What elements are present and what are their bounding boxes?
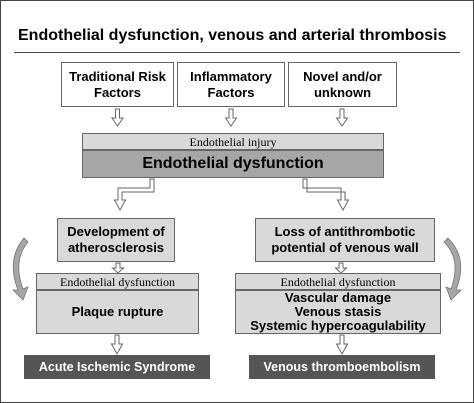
- arrow-down-icon: [111, 108, 124, 127]
- branch-left-connector: [113, 178, 155, 212]
- branch-right-connector: [302, 178, 350, 212]
- right-body: Vascular damage Venous stasis Systemic h…: [235, 290, 441, 334]
- center-label: Endothelial dysfunction: [82, 150, 384, 178]
- arrow-down-icon: [110, 334, 124, 356]
- right-body-line-2: Venous stasis: [294, 304, 382, 319]
- arrow-down-icon: [111, 262, 125, 274]
- center-header: Endothelial injury: [82, 133, 384, 150]
- right-body-line-3: Systemic hypercoagulability: [250, 318, 426, 333]
- left-header: Endothelial dysfunction: [36, 273, 199, 290]
- arrow-down-icon: [335, 334, 349, 356]
- curved-arrow-left-icon: [12, 237, 29, 301]
- left-body: Plaque rupture: [36, 290, 199, 334]
- arrow-down-icon: [334, 262, 348, 274]
- right-header: Endothelial dysfunction: [235, 273, 441, 290]
- figure-title: Endothelial dysfunction, venous and arte…: [18, 27, 447, 44]
- left-top-box: Development of atherosclerosis: [57, 218, 175, 262]
- risk-factor-traditional: Traditional Risk Factors: [61, 62, 174, 107]
- curved-arrow-right-icon: [443, 237, 462, 301]
- title-divider: [14, 52, 460, 53]
- arrow-down-icon: [224, 108, 238, 127]
- right-body-line-1: Vascular damage: [284, 290, 392, 305]
- risk-factor-novel: Novel and/or unknown: [288, 62, 397, 107]
- right-top-box: Loss of antithrombotic potential of veno…: [255, 218, 435, 262]
- risk-factor-inflammatory: Inflammatory Factors: [177, 62, 285, 107]
- right-outcome: Venous thromboembolism: [249, 355, 435, 379]
- left-outcome: Acute Ischemic Syndrome: [24, 355, 210, 379]
- arrow-down-icon: [335, 108, 349, 127]
- left-body-line: Plaque rupture: [71, 304, 164, 319]
